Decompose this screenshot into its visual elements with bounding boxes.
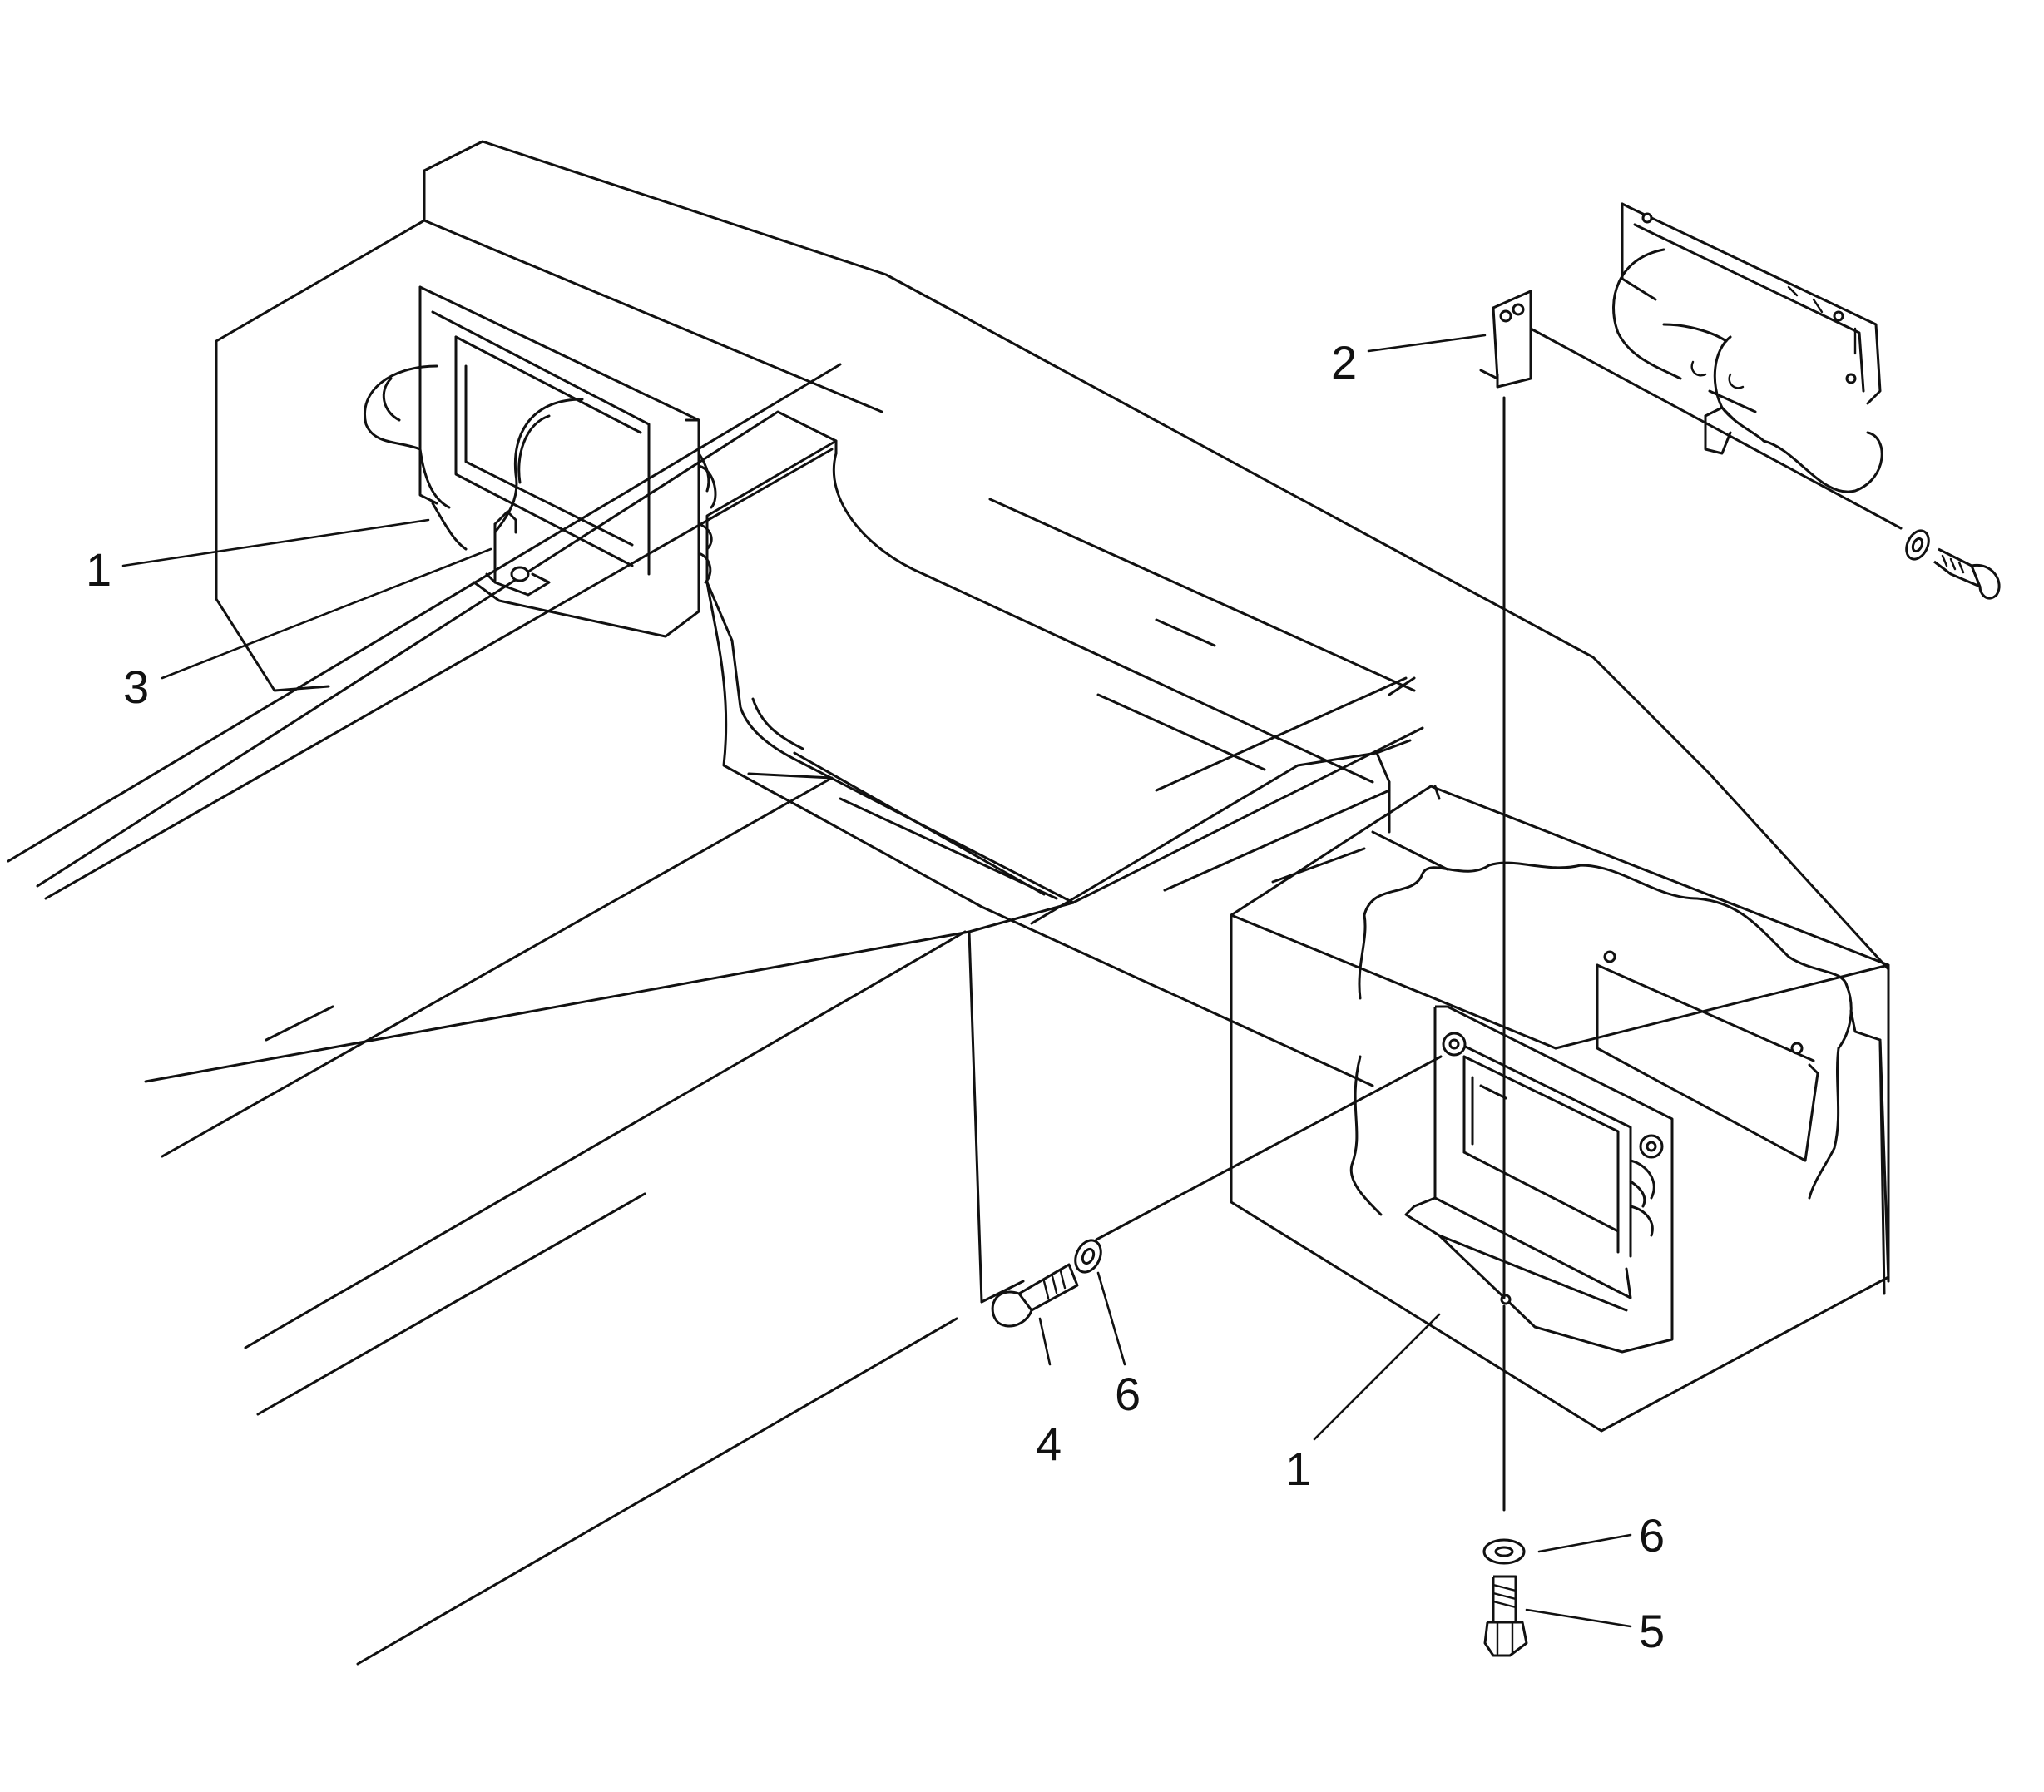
callout-2: 2: [1331, 336, 1357, 389]
lower-right-housing: [1230, 785, 1890, 1433]
callout-6-bottom: 6: [1639, 1509, 1665, 1562]
callout-1-right: 1: [1285, 1443, 1311, 1495]
left-bracket-assembly: [364, 285, 717, 638]
callout-5: 5: [1639, 1605, 1665, 1657]
chassis-frame: [7, 140, 1890, 1666]
bolt-4-assembly: [991, 1055, 1443, 1328]
callout-6-mid: 6: [1115, 1368, 1141, 1420]
bracket-part-2: [1479, 290, 1532, 389]
callout-leaders: [121, 334, 1632, 1628]
upper-right-unit: [1529, 202, 2001, 600]
callout-numbers: 1 2 3 4 6 1 6 5: [86, 336, 1665, 1657]
callout-3: 3: [123, 661, 149, 713]
bolt-5-assembly: [1482, 1538, 1528, 1657]
callout-1-left: 1: [86, 543, 111, 596]
callout-4: 4: [1036, 1418, 1062, 1470]
